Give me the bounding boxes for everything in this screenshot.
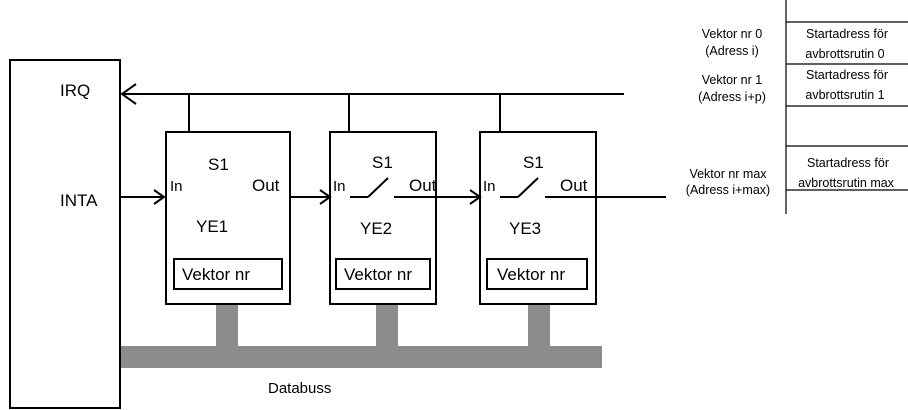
ye3-in-label: In [483, 178, 496, 195]
unit-ye3: S1 In Out YE3 Vektor nr [479, 131, 597, 305]
ye3-switch-blade [517, 177, 539, 198]
bus-stub-ye3 [528, 304, 550, 350]
irq-arrowhead [120, 83, 137, 105]
ye3-out-label: Out [560, 176, 588, 195]
bus-stub-ye1 [216, 304, 238, 350]
vector-max-cell-line2: avbrottsrutin max [798, 176, 895, 190]
data-bus [120, 304, 602, 368]
vector-1-number: Vektor nr 1 [702, 73, 762, 87]
vector-1-cell-line2: avbrottsrutin 1 [805, 88, 884, 102]
bus-stub-ye2 [376, 304, 398, 350]
vector-1-cell-line1: Startadress för [806, 68, 888, 82]
ye3-name: YE3 [509, 219, 541, 238]
vector-max-cell-line1: Startadress för [807, 156, 889, 170]
ye3-switch-label: S1 [523, 153, 544, 172]
ye1-switch-label: S1 [208, 155, 229, 174]
vector-entry-max: Vektor nr max (Adress i+max) Startadress… [686, 156, 895, 197]
ye1-box [165, 131, 291, 305]
inta-label: INTA [60, 191, 98, 210]
ye2-name: YE2 [360, 219, 392, 238]
ye2-switch-blade [367, 177, 389, 198]
ye1-vector-label: Vektor nr [182, 265, 250, 284]
vector-max-address: (Adress i+max) [686, 183, 770, 197]
ye3-vector-label: Vektor nr [497, 265, 565, 284]
ye1-out-label: Out [252, 176, 280, 195]
vector-table: Vektor nr 0 (Adress i) Startadress för a… [686, 0, 908, 214]
ye2-vector-label: Vektor nr [344, 265, 412, 284]
vector-entry-0: Vektor nr 0 (Adress i) Startadress för a… [702, 27, 888, 61]
ye1-in-label: In [170, 178, 183, 195]
ye3-vector-box [486, 258, 588, 290]
unit-ye1: S1 In Out YE1 Vektor nr [165, 131, 291, 305]
ye2-box [329, 131, 437, 305]
ye1-name: YE1 [196, 217, 228, 236]
vector-0-address: (Adress i) [705, 44, 758, 58]
vector-max-number: Vektor nr max [689, 167, 767, 181]
vector-1-address: (Adress i+p) [698, 90, 766, 104]
irq-line [120, 83, 624, 132]
vector-0-cell-line1: Startadress för [806, 27, 888, 41]
cpu-box [9, 59, 121, 409]
ye1-vector-box [173, 258, 283, 290]
ye2-switch-label: S1 [372, 153, 393, 172]
irq-label: IRQ [60, 81, 90, 100]
unit-ye2: S1 In Out YE2 Vektor nr [329, 131, 437, 305]
ye2-vector-box [335, 258, 431, 290]
ye2-out-label: Out [409, 176, 437, 195]
vector-0-cell-line2: avbrottsrutin 0 [805, 47, 884, 61]
vector-entry-1: Vektor nr 1 (Adress i+p) Startadress för… [698, 68, 888, 104]
ye3-box [479, 131, 597, 305]
data-bus-bar [120, 346, 602, 368]
vector-0-number: Vektor nr 0 [702, 27, 762, 41]
inta-arrow-ye1 [153, 189, 166, 205]
data-bus-label: Databuss [268, 380, 331, 397]
ye2-in-label: In [333, 178, 346, 195]
